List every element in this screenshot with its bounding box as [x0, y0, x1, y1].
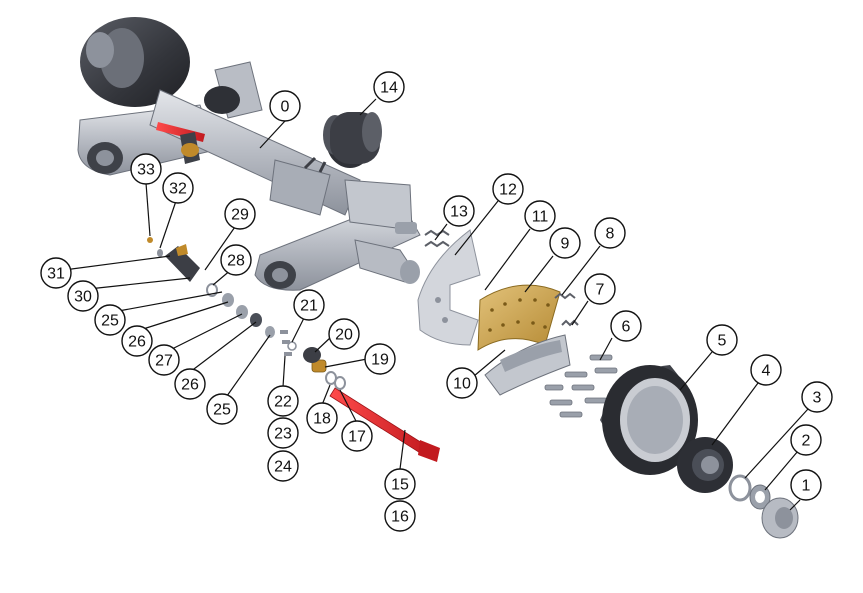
svg-text:25: 25 — [101, 313, 119, 330]
axle-assembly — [77, 17, 421, 291]
svg-text:11: 11 — [532, 209, 549, 226]
svg-text:2: 2 — [802, 433, 811, 450]
hub-washer — [728, 474, 752, 502]
callout-3: 3 — [801, 381, 833, 413]
svg-text:14: 14 — [380, 80, 398, 97]
brake-shoe — [484, 334, 571, 396]
svg-text:23: 23 — [274, 426, 292, 443]
callout-9: 9 — [549, 227, 581, 259]
svg-text:29: 29 — [231, 207, 249, 224]
callout-5: 5 — [706, 324, 738, 356]
callout-24: 24 — [267, 450, 299, 482]
svg-text:0: 0 — [281, 99, 290, 116]
springs — [424, 229, 450, 248]
svg-text:32: 32 — [169, 181, 187, 198]
svg-text:13: 13 — [450, 204, 468, 221]
callout-27: 27 — [148, 344, 180, 376]
callout-28: 28 — [220, 244, 252, 276]
svg-text:22: 22 — [274, 394, 292, 411]
callout-22: 22 — [267, 385, 299, 417]
svg-text:19: 19 — [371, 352, 389, 369]
svg-text:12: 12 — [499, 182, 517, 199]
callout-10: 10 — [446, 367, 478, 399]
svg-text:9: 9 — [561, 236, 570, 253]
brake-drum — [600, 365, 698, 475]
callout-2: 2 — [790, 424, 822, 456]
dust-shield — [417, 229, 481, 346]
svg-text:10: 10 — [453, 376, 471, 393]
callout-26a: 26 — [121, 325, 153, 357]
svg-text:30: 30 — [74, 289, 92, 306]
callout-26b: 26 — [174, 368, 206, 400]
svg-text:21: 21 — [300, 298, 318, 315]
return-springs — [554, 292, 579, 327]
callout-12: 12 — [492, 173, 524, 205]
callout-8: 8 — [594, 217, 626, 249]
svg-text:16: 16 — [391, 509, 409, 526]
hub-cap — [761, 497, 799, 539]
callout-25a: 25 — [94, 304, 126, 336]
camshaft — [329, 387, 440, 462]
callout-31: 31 — [40, 257, 72, 289]
callout-32: 32 — [162, 172, 194, 204]
callout-21: 21 — [293, 289, 325, 321]
callout-29: 29 — [224, 198, 256, 230]
callout-17: 17 — [341, 420, 373, 452]
callout-4: 4 — [750, 354, 782, 386]
callout-18: 18 — [306, 402, 338, 434]
callout-16: 16 — [384, 500, 416, 532]
svg-text:7: 7 — [596, 282, 605, 299]
svg-text:5: 5 — [718, 333, 727, 350]
callout-25b: 25 — [206, 393, 238, 425]
leader-lines — [63, 98, 809, 511]
slack-bracket — [147, 237, 200, 282]
svg-text:26: 26 — [128, 334, 146, 351]
callout-11: 11 — [524, 200, 556, 232]
svg-text:27: 27 — [155, 353, 173, 370]
hub-nut — [749, 484, 771, 510]
svg-text:25: 25 — [213, 402, 231, 419]
svg-text:1: 1 — [802, 478, 811, 495]
svg-text:8: 8 — [606, 226, 615, 243]
svg-text:4: 4 — [762, 363, 771, 380]
brake-chamber — [303, 112, 382, 173]
svg-text:28: 28 — [227, 253, 245, 270]
callout-20: 20 — [328, 318, 360, 350]
callout-6: 6 — [610, 310, 642, 342]
svg-text:6: 6 — [622, 319, 631, 336]
callout-19: 19 — [364, 343, 396, 375]
small-hardware — [206, 283, 346, 390]
svg-text:26: 26 — [181, 377, 199, 394]
callout-30: 30 — [67, 280, 99, 312]
callout-13: 13 — [443, 195, 475, 227]
callout-15: 15 — [384, 468, 416, 500]
svg-text:18: 18 — [313, 411, 331, 428]
svg-text:31: 31 — [47, 266, 65, 283]
svg-text:20: 20 — [335, 327, 353, 344]
callout-14: 14 — [373, 71, 405, 103]
svg-text:3: 3 — [813, 390, 822, 407]
callout-23: 23 — [267, 417, 299, 449]
svg-text:24: 24 — [274, 459, 292, 476]
brake-lining — [477, 284, 561, 351]
svg-text:33: 33 — [137, 162, 155, 179]
callout-33: 33 — [130, 153, 162, 185]
svg-text:17: 17 — [348, 429, 366, 446]
callout-0: 0 — [269, 90, 301, 122]
svg-text:15: 15 — [391, 477, 409, 494]
callout-7: 7 — [584, 273, 616, 305]
callout-1: 1 — [790, 469, 822, 501]
wheel-hub — [677, 437, 733, 493]
